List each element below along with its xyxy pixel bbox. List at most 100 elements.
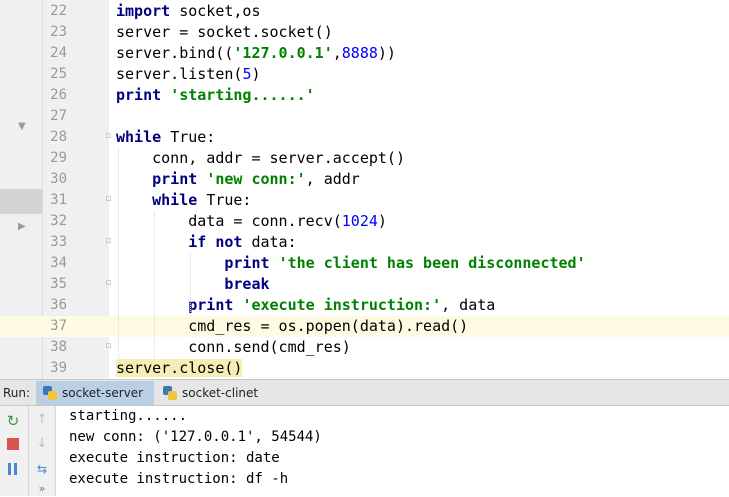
keyword-token: print — [116, 86, 171, 104]
code-token — [116, 191, 152, 209]
line-number: 34 — [50, 255, 67, 271]
run-console-output[interactable]: starting...... new conn: ('127.0.0.1', 54… — [56, 406, 729, 496]
code-line[interactable]: 34 print 'the client has been disconnect… — [0, 253, 729, 274]
line-number: 37 — [50, 318, 67, 334]
code-line[interactable]: 33 ▫ if not data: — [0, 232, 729, 253]
run-label: Run: — [3, 386, 31, 400]
line-number: 35 — [50, 276, 67, 292]
line-number: 32 — [50, 213, 67, 229]
fold-marker-icon[interactable]: ▫ — [105, 194, 112, 204]
run-tab-socket-server[interactable]: socket-server — [36, 381, 154, 405]
line-number: 26 — [50, 87, 67, 103]
code-token: ) — [251, 65, 261, 83]
fold-marker-icon[interactable]: ▫ — [105, 341, 112, 351]
run-toolbar: Run: socket-server socket-clinet — [0, 379, 729, 406]
code-line[interactable]: 28▫while True: — [0, 127, 729, 148]
code-text: server.close() — [116, 358, 243, 379]
code-line[interactable]: 27 — [0, 106, 729, 127]
rerun-icon[interactable]: ↻ — [6, 412, 20, 430]
code-token: True: — [206, 191, 252, 209]
python-file-icon — [163, 386, 177, 400]
code-line[interactable]: 35 ▫ break — [0, 274, 729, 295]
code-line[interactable]: 32 data = conn.recv(1024) — [0, 211, 729, 232]
pause-icon[interactable] — [5, 461, 21, 477]
string-token: 'execute instruction:' — [242, 296, 442, 314]
keyword-token: while — [152, 191, 207, 209]
code-text: while True: — [116, 127, 215, 148]
code-line[interactable]: 30 print 'new conn:', addr — [0, 169, 729, 190]
code-text: if not data: — [116, 232, 296, 253]
run-tab-socket-clinet[interactable]: socket-clinet — [156, 381, 260, 405]
scroll-up-icon[interactable]: ↑ — [36, 412, 48, 427]
string-token: 'starting......' — [170, 86, 315, 104]
code-line[interactable]: 26 print 'starting......' — [0, 85, 729, 106]
code-token: ) — [377, 212, 387, 230]
indent-guide — [118, 148, 119, 358]
line-number: 23 — [50, 24, 67, 40]
code-text: conn, addr = server.accept() — [116, 148, 405, 169]
fold-marker-icon[interactable]: ▫ — [105, 131, 112, 141]
line-number: 39 — [50, 360, 67, 376]
keyword-token: if not — [188, 233, 252, 251]
run-tab-label: socket-clinet — [182, 386, 259, 400]
keyword-token: break — [224, 275, 270, 293]
line-number: 38 — [50, 339, 67, 355]
code-text: break — [116, 274, 270, 295]
console-actions-toolbar: ↑ ↓ ⇆ » — [29, 406, 56, 496]
number-token: 8888 — [341, 44, 378, 62]
more-icon[interactable]: » — [38, 482, 46, 495]
line-number: 24 — [50, 45, 67, 61]
python-file-icon — [43, 386, 57, 400]
code-line[interactable]: 23 server = socket.socket() — [0, 22, 729, 43]
keyword-token: import — [116, 2, 171, 20]
console-line: starting...... — [69, 408, 188, 424]
code-line[interactable]: 29 conn, addr = server.accept() — [0, 148, 729, 169]
fold-marker-icon[interactable]: ▫ — [105, 278, 112, 288]
code-line[interactable]: 31 ▫ while True: — [0, 190, 729, 211]
string-token: 'the client has been disconnected' — [278, 254, 586, 272]
code-line[interactable]: 39 server.close() — [0, 358, 729, 379]
code-text: print 'the client has been disconnected' — [116, 253, 586, 274]
code-text: conn.send(cmd_res) — [116, 337, 351, 358]
code-text: print 'new conn:', addr — [116, 169, 360, 190]
console-line: new conn: ('127.0.0.1', 54544) — [69, 429, 322, 445]
code-text: while True: — [116, 190, 251, 211]
code-token: server.listen( — [116, 65, 243, 83]
keyword-token: print — [224, 254, 279, 272]
code-token — [116, 275, 224, 293]
code-token — [116, 170, 152, 188]
code-line[interactable]: 38 ▫ conn.send(cmd_res) — [0, 337, 729, 358]
run-actions-toolbar: ↻ — [0, 406, 29, 496]
console-line: execute instruction: date — [69, 450, 280, 466]
line-number: 33 — [50, 234, 67, 250]
scroll-down-icon[interactable]: ↓ — [36, 436, 48, 451]
expand-triangle-icon[interactable]: ▶ — [18, 221, 26, 232]
line-number: 29 — [50, 150, 67, 166]
number-token: 5 — [242, 65, 252, 83]
code-token: , addr — [305, 170, 360, 188]
collapse-triangle-icon[interactable]: ▼ — [18, 121, 26, 132]
fold-marker-icon[interactable]: ▫ — [105, 236, 112, 246]
string-token: 'new conn:' — [206, 170, 306, 188]
code-token: )) — [377, 44, 396, 62]
code-token — [116, 296, 188, 314]
tool-window-strip: ▼ ▶ — [0, 0, 42, 379]
code-line[interactable]: 37 cmd_res = os.popen(data).read() — [0, 316, 729, 337]
stop-button[interactable] — [5, 436, 21, 452]
code-text: data = conn.recv(1024) — [116, 211, 387, 232]
code-text: print 'starting......' — [116, 85, 315, 106]
line-number: 22 — [50, 3, 67, 19]
code-token: server = socket.socket() — [116, 23, 333, 41]
soft-wrap-icon[interactable]: ⇆ — [36, 462, 48, 476]
code-token: conn, addr = server.accept() — [116, 149, 405, 167]
code-token — [116, 254, 224, 272]
code-line[interactable]: 36 print 'execute instruction:', data — [0, 295, 729, 316]
code-token: True: — [170, 128, 216, 146]
line-number: 31 — [50, 192, 67, 208]
number-token: 1024 — [341, 212, 378, 230]
code-token: conn.send(cmd_res) — [116, 338, 351, 356]
